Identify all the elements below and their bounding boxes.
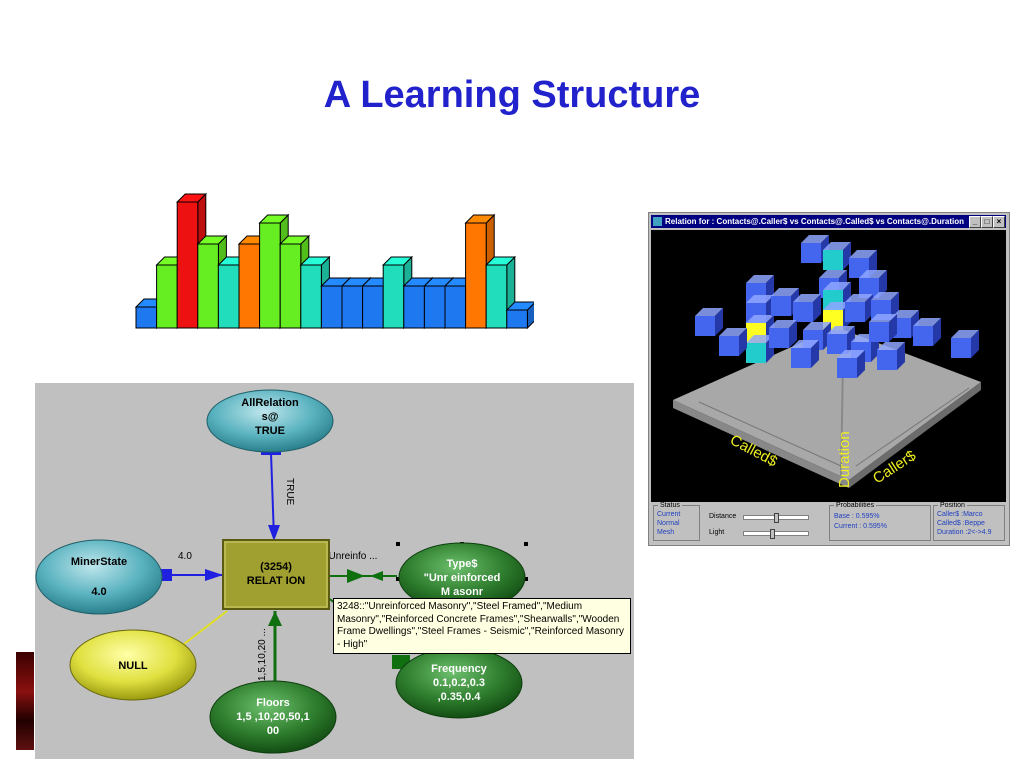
distance-slider[interactable] (743, 513, 809, 523)
svg-text:AllRelation: AllRelation (241, 397, 299, 409)
cube-25 (769, 320, 797, 348)
3d-relation-plot: Called$ Duration Caller$ (673, 235, 981, 488)
duration-axis-label: Duration (836, 431, 853, 488)
node-frequency[interactable]: Frequency 0.1,0.2,0.3 ,0.35,0.4 (395, 647, 523, 719)
cube-4 (859, 270, 887, 298)
cube-22 (877, 342, 905, 370)
current-probability: Current : 0.595% (834, 523, 887, 530)
cube-19 (827, 326, 855, 354)
cube-layer (695, 235, 979, 378)
cube-21 (791, 340, 819, 368)
node-relation[interactable]: (3254) RELAT ION (222, 539, 330, 610)
status-bar: Status Current Normal Mesh Distance Ligh… (651, 502, 1006, 543)
3d-bar-chart (134, 192, 534, 330)
svg-text:00: 00 (267, 725, 279, 737)
svg-text:MinerState: MinerState (71, 556, 127, 568)
cube-1 (823, 242, 851, 270)
cube-13 (845, 294, 873, 322)
edge-label-minerstate-value: 4.0 (178, 551, 192, 562)
status-group: Status Current Normal Mesh (653, 502, 700, 541)
distance-label: Distance (709, 513, 737, 520)
sliders-group: Distance Light (701, 505, 826, 539)
svg-text:(3254): (3254) (260, 561, 292, 573)
3d-viewport[interactable]: Called$ Duration Caller$ (651, 230, 1006, 502)
edge-minerstate-relation[interactable] (157, 569, 223, 581)
cube-24 (951, 330, 979, 358)
cube-27 (869, 314, 897, 342)
edge-allrelations-relation[interactable] (261, 446, 281, 541)
minimize-button[interactable]: _ (969, 216, 981, 228)
svg-text:Type$: Type$ (447, 558, 478, 570)
svg-text:,0.35,0.4: ,0.35,0.4 (438, 691, 482, 703)
position-group: Position Caller$ :Marco Called$ :Beppe D… (933, 502, 1005, 541)
bar-19 (505, 301, 534, 330)
graph-canvas: TRUE 4.0 "Unreinfo ... 1,5,10,20 ... All… (35, 389, 528, 754)
window-titlebar[interactable]: Relation for : Contacts@.Caller$ vs Cont… (651, 215, 1006, 228)
window-app-icon (653, 217, 662, 226)
status-normal: Normal (657, 520, 680, 527)
window-title: Relation for : Contacts@.Caller$ vs Cont… (665, 217, 965, 226)
node-null[interactable]: NULL (69, 629, 197, 701)
floor-plane (673, 327, 981, 488)
status-mesh: Mesh (657, 529, 675, 536)
called-axis-line (698, 401, 842, 467)
svg-text:TRUE: TRUE (255, 425, 285, 437)
node-allrelations[interactable]: AllRelation s@ TRUE (206, 389, 334, 453)
position-caller: Caller$ :Marco (937, 511, 983, 518)
light-slider[interactable] (743, 529, 809, 539)
svg-text:1,5 ,10,20,50,1: 1,5 ,10,20,50,1 (236, 711, 309, 723)
node-tooltip: 3248::"Unreinforced Masonry","Steel Fram… (333, 598, 631, 654)
svg-text:"Unr einforced: "Unr einforced (424, 572, 501, 584)
learning-structure-graph: TRUE 4.0 "Unreinfo ... 1,5,10,20 ... All… (35, 383, 634, 759)
edge-relation-types[interactable] (328, 569, 397, 583)
maximize-button[interactable]: □ (981, 216, 993, 228)
cube-8 (746, 335, 774, 363)
svg-text:s@: s@ (262, 411, 279, 423)
position-duration: Duration :2<->4.9 (937, 529, 992, 536)
close-button[interactable]: × (993, 216, 1005, 228)
edge-label-floors-value: 1,5,10,20 ... (257, 628, 268, 681)
svg-text:4.0: 4.0 (91, 586, 106, 598)
svg-text:0.1,0.2,0.3: 0.1,0.2,0.3 (433, 677, 485, 689)
slide-title: A Learning Structure (323, 74, 701, 116)
edge-label-unreinfo: "Unreinfo ... (325, 551, 377, 562)
probabilities-group: Probabilities Base : 0.595% Current : 0.… (829, 502, 931, 541)
status-current: Current (657, 511, 681, 518)
svg-text:NULL: NULL (118, 660, 148, 672)
node-minerstate[interactable]: MinerState 4.0 (35, 539, 163, 615)
base-probability: Base : 0.595% (834, 513, 880, 520)
svg-text:RELAT ION: RELAT ION (247, 575, 306, 587)
cube-17 (719, 328, 747, 356)
cube-10 (793, 294, 821, 322)
edge-floors-relation[interactable] (268, 611, 282, 681)
position-called: Called$ :Beppe (937, 520, 985, 527)
cube-23 (913, 318, 941, 346)
caller-axis-line (855, 387, 970, 467)
light-label: Light (709, 529, 725, 536)
svg-text:Floors: Floors (256, 697, 290, 709)
duration-axis-line (840, 359, 844, 479)
decorative-image-strip (16, 652, 34, 750)
relation-window: Relation for : Contacts@.Caller$ vs Cont… (648, 212, 1010, 546)
node-floors[interactable]: Floors 1,5 ,10,20,50,1 00 (209, 680, 337, 754)
cube-26 (837, 350, 865, 378)
cube-16 (695, 308, 723, 336)
svg-text:M asonr: M asonr (441, 586, 484, 598)
svg-text:Frequency: Frequency (431, 663, 488, 675)
edge-label-true: TRUE (284, 478, 295, 506)
